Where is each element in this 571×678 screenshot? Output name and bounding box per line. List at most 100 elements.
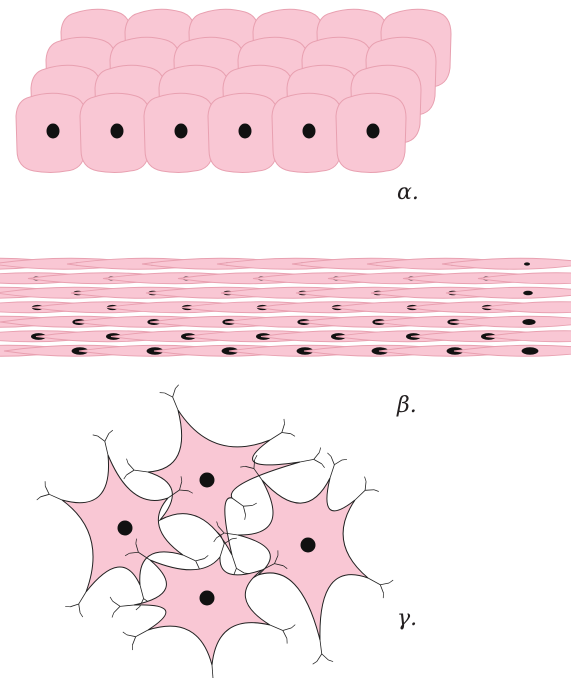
nucleus — [301, 538, 316, 553]
process-branch — [105, 433, 109, 441]
process-twig — [232, 538, 237, 539]
process-twig — [374, 490, 379, 492]
process-twig — [214, 538, 217, 542]
cell-process — [330, 465, 334, 478]
cell-process — [220, 544, 224, 557]
nucleus — [111, 124, 124, 139]
label-gamma: γ. — [397, 606, 417, 631]
cell-process — [368, 578, 380, 585]
nucleus — [522, 347, 539, 354]
cell-process — [140, 585, 144, 599]
process-twig — [291, 625, 295, 628]
process-branch — [283, 631, 287, 639]
process-branch — [132, 637, 135, 645]
process-branch — [70, 604, 79, 607]
nucleus — [118, 521, 133, 536]
process-branch — [45, 486, 49, 494]
cell-process — [232, 498, 243, 506]
cell-process — [183, 555, 196, 561]
process-twig — [109, 430, 113, 433]
process-twig — [123, 632, 127, 635]
stellate-cell — [134, 557, 270, 665]
process-twig — [389, 580, 393, 583]
process-branch — [127, 470, 135, 475]
process-twig — [255, 455, 257, 459]
process-branch — [127, 635, 136, 637]
process-twig — [245, 515, 246, 520]
nucleus — [522, 319, 535, 325]
process-branch — [282, 432, 291, 433]
spindle-cell-layers — [0, 258, 571, 356]
cell-process — [270, 432, 282, 440]
process-branch — [196, 559, 205, 561]
process-branch — [236, 568, 244, 573]
process-twig — [291, 434, 295, 437]
process-twig — [319, 448, 320, 453]
process-branch — [165, 393, 173, 397]
process-branch — [173, 388, 176, 397]
process-branch — [196, 561, 200, 569]
process-twig — [175, 385, 178, 389]
process-branch — [331, 456, 334, 464]
process-twig — [327, 453, 331, 456]
cell-process — [79, 592, 86, 604]
process-twig — [136, 607, 140, 610]
cell-process — [134, 470, 148, 472]
nucleus — [239, 124, 252, 139]
process-branch — [282, 424, 285, 433]
cuboidal-cell-sheet — [16, 9, 451, 172]
cell-process — [355, 490, 365, 500]
process-twig — [37, 497, 41, 500]
nucleus — [524, 262, 530, 265]
nucleus — [200, 473, 215, 488]
process-branch — [114, 606, 120, 612]
process-branch — [365, 490, 374, 491]
cell-process — [136, 630, 148, 637]
process-twig — [110, 597, 113, 601]
nucleus — [367, 124, 380, 139]
process-branch — [243, 506, 245, 515]
process-branch — [113, 601, 120, 606]
cell-process — [300, 459, 314, 462]
cell-process — [320, 640, 322, 654]
cell-process — [232, 555, 236, 568]
process-branch — [98, 436, 105, 441]
nucleus — [175, 124, 188, 139]
cell-process — [173, 397, 178, 410]
process-twig — [204, 555, 208, 558]
process-branch — [79, 604, 80, 613]
process-twig — [328, 660, 333, 662]
process-branch — [380, 583, 389, 585]
nucleus — [303, 124, 316, 139]
process-branch — [283, 628, 292, 631]
nucleus — [200, 591, 215, 606]
cell-process — [270, 625, 283, 631]
process-twig — [322, 464, 325, 468]
process-branch — [243, 505, 252, 506]
cell-process — [49, 494, 62, 500]
process-branch — [41, 494, 50, 497]
cell-process — [105, 441, 108, 455]
process-branch — [317, 654, 322, 662]
label-alpha: α. — [397, 180, 419, 205]
process-twig — [252, 503, 256, 505]
process-twig — [127, 459, 129, 464]
process-twig — [112, 613, 114, 618]
process-twig — [93, 435, 98, 436]
process-branch — [380, 585, 383, 593]
process-twig — [80, 613, 83, 617]
process-twig — [284, 419, 285, 424]
cell-process — [120, 605, 134, 606]
process-branch — [314, 459, 322, 463]
process-twig — [124, 475, 127, 479]
stellate-cell-network — [37, 385, 393, 678]
process-branch — [128, 463, 134, 470]
process-branch — [365, 481, 366, 490]
process-twig — [365, 477, 367, 482]
nucleus — [523, 291, 533, 296]
label-beta: β. — [397, 393, 417, 418]
process-twig — [342, 459, 347, 460]
process-twig — [313, 661, 317, 664]
nucleus — [47, 124, 60, 139]
